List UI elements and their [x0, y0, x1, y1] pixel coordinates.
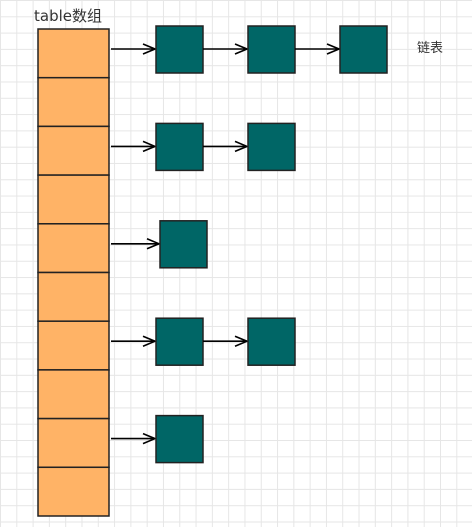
- list-node: [155, 25, 204, 74]
- array-slot: [37, 76, 110, 128]
- list-node: [155, 317, 204, 366]
- list-node: [247, 317, 296, 366]
- array-slot: [37, 28, 110, 79]
- array-slot: [37, 369, 110, 420]
- array-column: [37, 28, 110, 517]
- array-slot: [37, 223, 110, 274]
- linked-list-label: 链表: [417, 41, 443, 56]
- list-node: [155, 122, 204, 172]
- array-slot: [37, 320, 110, 371]
- array-slot: [37, 125, 110, 176]
- array-slot: [37, 417, 110, 469]
- linked-lists: [111, 25, 388, 464]
- list-node: [247, 122, 296, 172]
- list-node: [339, 25, 388, 74]
- list-node: [155, 414, 204, 464]
- list-node: [159, 220, 208, 269]
- array-label: table数组: [34, 7, 102, 25]
- array-slot: [37, 271, 110, 322]
- array-slot: [37, 174, 110, 225]
- array-slot: [37, 466, 110, 517]
- list-node: [247, 25, 296, 74]
